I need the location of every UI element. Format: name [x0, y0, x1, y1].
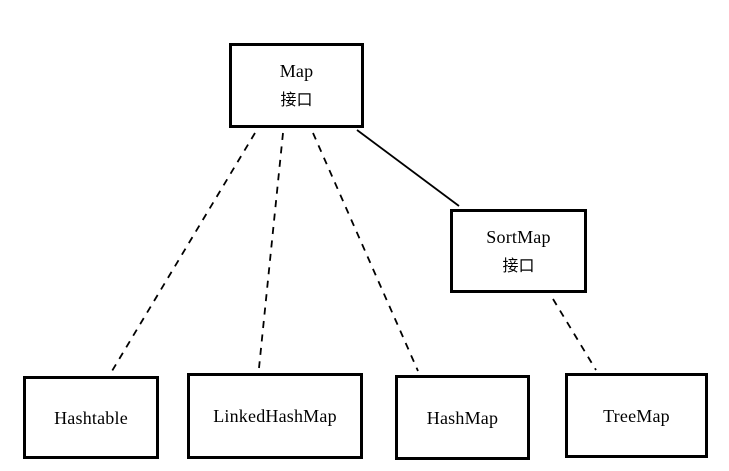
node-hashmap: HashMap [395, 375, 530, 460]
edge-map-hashtable [111, 132, 256, 372]
node-hashtable: Hashtable [23, 376, 159, 459]
node-sublabel: 接口 [280, 92, 313, 109]
edge-map-sortmap [356, 129, 460, 207]
node-label: Map [279, 61, 314, 81]
node-linkedhashmap: LinkedHashMap [187, 373, 363, 459]
node-label: HashMap [426, 407, 499, 428]
edge-map-hashmap [312, 132, 419, 372]
edge-sortmap-treemap [552, 298, 597, 371]
node-label: SortMap [486, 226, 551, 247]
node-sublabel: 接口 [502, 257, 535, 275]
node-treemap: TreeMap [565, 373, 708, 458]
edge-map-linkedhashmap [258, 132, 284, 369]
node-label: Hashtable [54, 407, 128, 428]
node-sortmap-interface: SortMap 接口 [450, 209, 587, 293]
node-label: LinkedHashMap [213, 406, 337, 426]
node-label: TreeMap [603, 405, 670, 426]
node-map-interface: Map 接口 [229, 43, 364, 128]
